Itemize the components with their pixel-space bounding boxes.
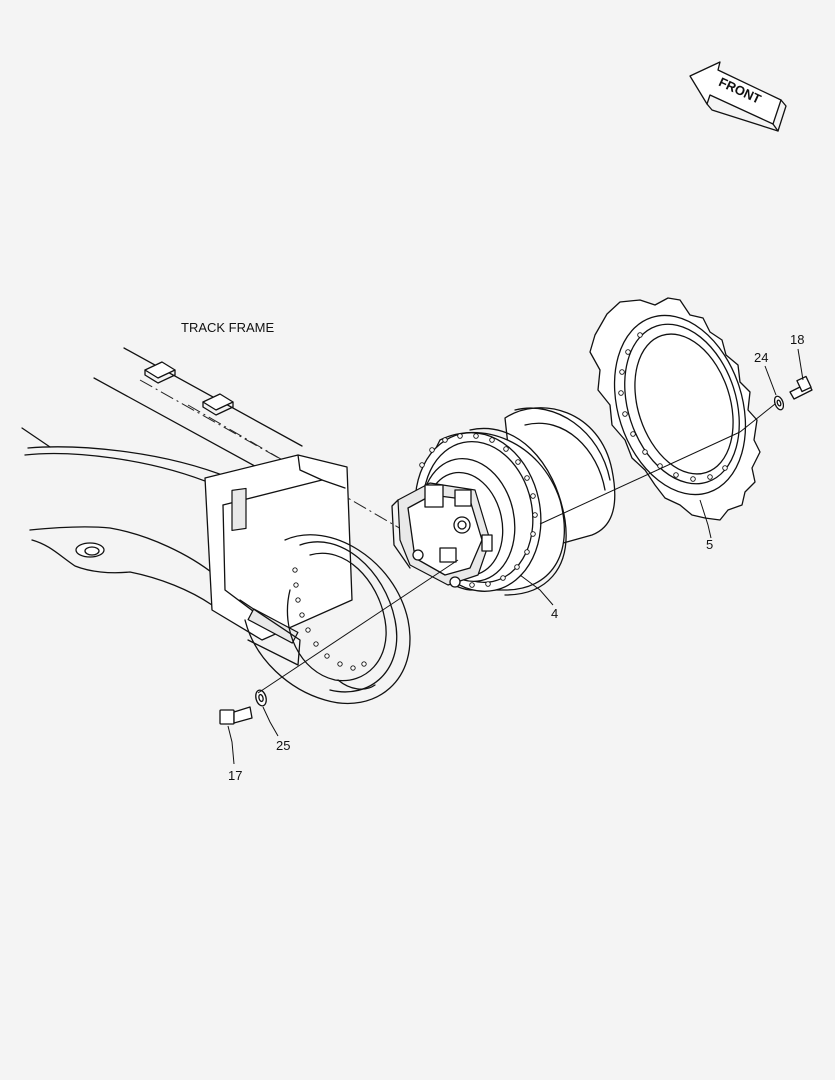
part-number-5: 5	[706, 537, 713, 552]
sprocket-holes	[618, 332, 728, 482]
bolt-18	[789, 375, 813, 400]
track-frame-label: TRACK FRAME	[181, 320, 275, 335]
part-number-4: 4	[551, 606, 558, 621]
part-number-25: 25	[276, 738, 290, 753]
assembly-axis	[539, 431, 741, 525]
travel-motor	[391, 407, 616, 596]
washer-24	[773, 395, 785, 411]
part-number-17: 17	[228, 768, 242, 783]
front-arrow-icon: FRONT	[689, 61, 787, 132]
frame-ring-holes	[292, 567, 367, 671]
part-number-18: 18	[790, 332, 804, 347]
track-frame	[21, 347, 421, 705]
part-number-24: 24	[754, 350, 768, 365]
washer-25	[255, 689, 267, 707]
motor-flange-holes	[419, 433, 538, 588]
bolt-17	[219, 706, 253, 725]
sprocket	[589, 297, 761, 521]
